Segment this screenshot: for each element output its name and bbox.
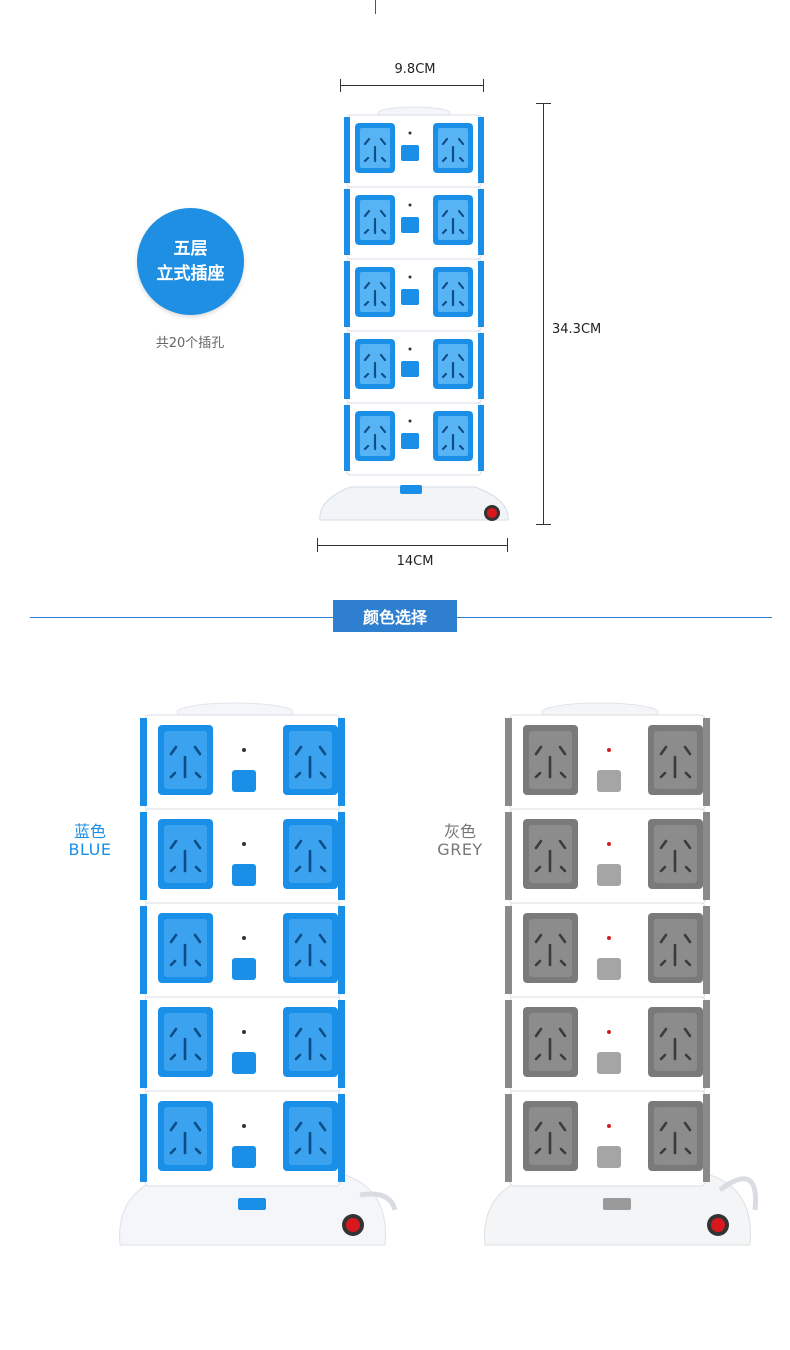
- section-title: 颜色选择: [333, 600, 457, 632]
- top-width-label: 9.8CM: [394, 62, 436, 77]
- product-image-small: [319, 106, 509, 521]
- power-switch-icon: [487, 508, 497, 518]
- badge-line-1: 五层: [173, 238, 208, 259]
- product-image-blue: [119, 702, 398, 1246]
- variant-label-blue: 蓝色 BLUE: [40, 823, 140, 859]
- layers-badge: 五层 立式插座: [137, 208, 244, 315]
- badge-line-2: 立式插座: [156, 263, 225, 284]
- top-width-tick-right: [483, 79, 484, 92]
- height-tick-bottom: [536, 524, 551, 525]
- base-switch-icon: [400, 485, 422, 494]
- variant-label-grey: 灰色 GREY: [410, 823, 510, 859]
- top-width-dimension-line: [340, 85, 484, 86]
- variant-name-cn: 灰色: [443, 822, 476, 841]
- height-dimension-line: [543, 103, 544, 525]
- power-switch-icon: [346, 1218, 360, 1232]
- height-label: 34.3CM: [552, 322, 602, 337]
- height-tick-top: [536, 103, 551, 104]
- product-image-grey: [484, 702, 759, 1246]
- variant-name-en: GREY: [437, 840, 483, 859]
- base-width-tick-left: [317, 538, 318, 552]
- socket-count-text: 共20个插孔: [155, 336, 225, 351]
- top-width-tick-left: [340, 79, 341, 92]
- base-width-dimension-line: [317, 545, 508, 546]
- base-width-label: 14CM: [396, 554, 434, 569]
- base-width-tick-right: [507, 538, 508, 552]
- power-switch-icon: [711, 1218, 725, 1232]
- variant-name-cn: 蓝色: [73, 822, 106, 841]
- variant-name-en: BLUE: [68, 840, 112, 859]
- top-divider-tick: [375, 0, 376, 14]
